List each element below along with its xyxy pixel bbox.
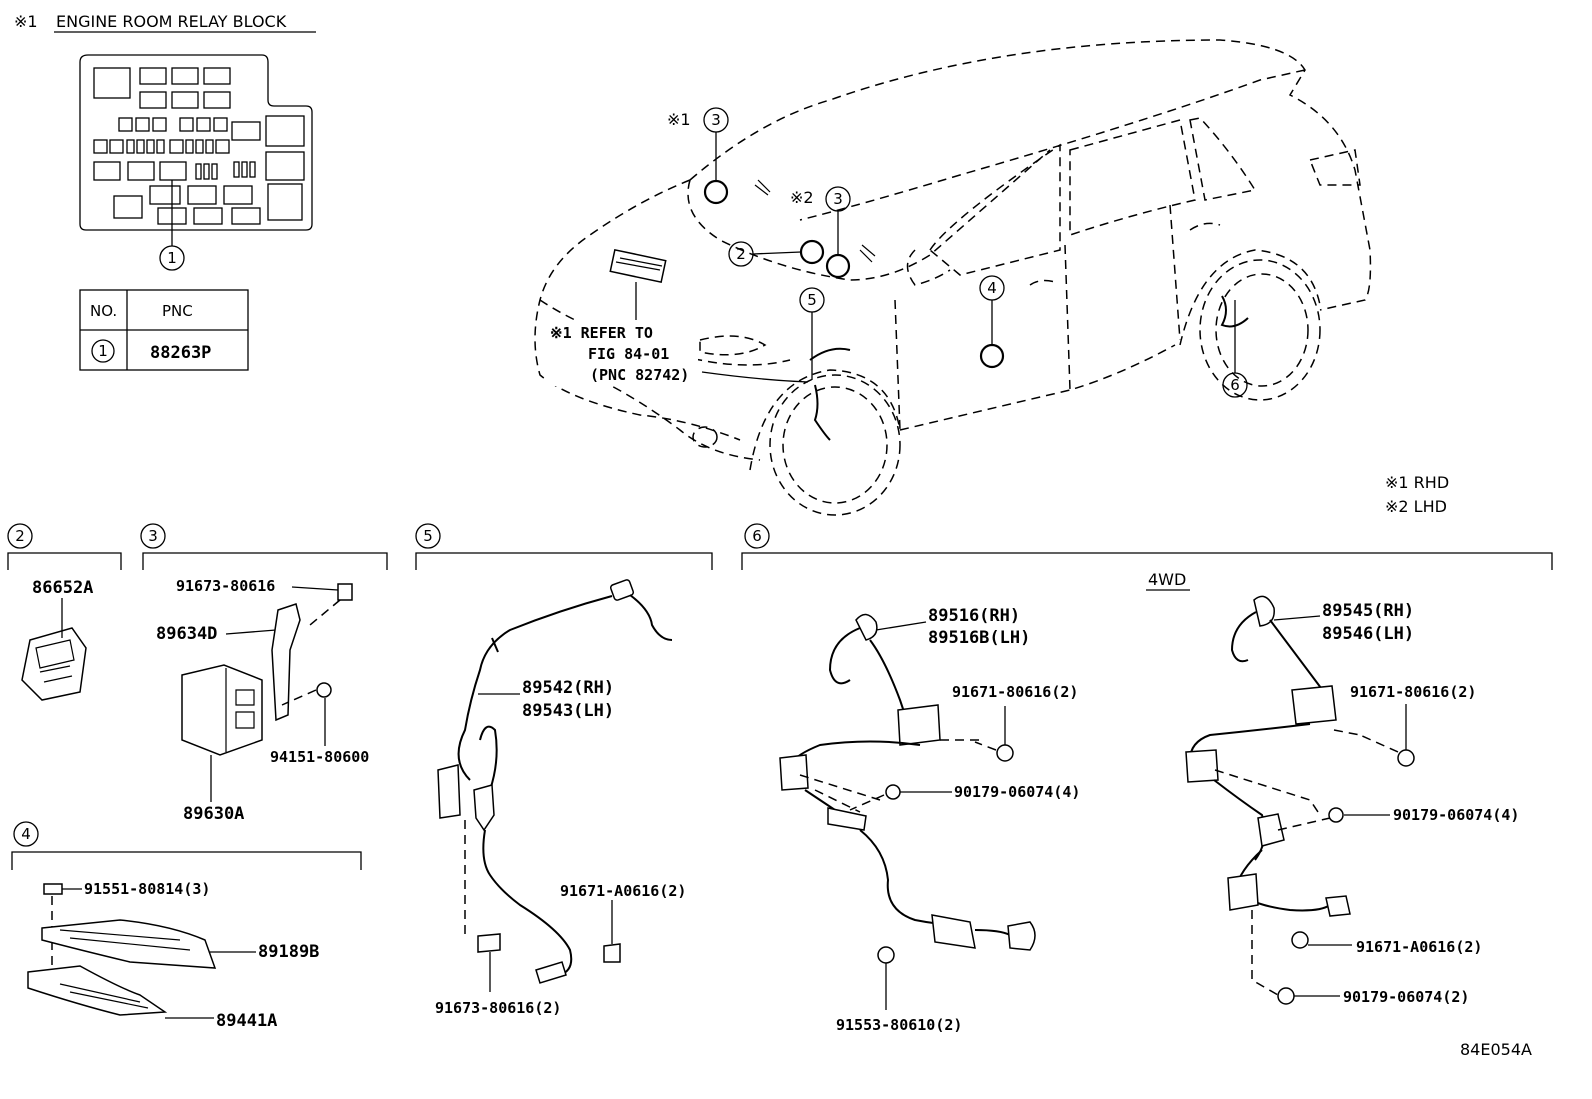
legend: ※1 RHD ※2 LHD <box>1385 473 1449 516</box>
header-mark: ※1 <box>14 12 38 31</box>
refer-note: ※1 REFER TO FIG 84-01 (PNC 82742) <box>548 320 698 386</box>
refer-line3: (PNC 82742) <box>590 366 689 384</box>
section-5: 5 91673-80616(2) 91671-A0616(2) 89542(RH… <box>415 523 713 1017</box>
section-6-num: 6 <box>752 527 762 545</box>
callout-4: 4 <box>987 279 997 297</box>
part-89542-rh: 89542(RH) <box>522 678 614 698</box>
callout-1-label: 1 <box>167 249 177 267</box>
part-86652A: 86652A <box>32 578 93 598</box>
header-title: ENGINE ROOM RELAY BLOCK <box>56 12 287 31</box>
pnc-col-no: NO. <box>90 302 117 320</box>
part-90179-06074-right: 90179-06074(4) <box>1393 806 1519 824</box>
pnc-table: NO. PNC 1 88263P <box>79 289 249 371</box>
part-90179-06074-2-right: 90179-06074(2) <box>1343 988 1469 1006</box>
legend-rhd: ※1 RHD <box>1385 473 1449 492</box>
part-91671-A0616: 91671-A0616(2) <box>560 882 686 900</box>
relay-block-diagram <box>79 54 313 246</box>
callout-2: 2 <box>736 245 746 263</box>
section-4-num: 4 <box>21 825 31 843</box>
refer-line2: FIG 84-01 <box>588 345 669 363</box>
pnc-col-pnc: PNC <box>162 302 193 320</box>
part-89545-rh: 89545(RH) <box>1322 601 1414 621</box>
section-5-num: 5 <box>423 527 433 545</box>
vehicle-illustration <box>534 39 1372 516</box>
callout-mark2: ※2 <box>790 188 814 207</box>
part-94151-80600: 94151-80600 <box>270 748 369 766</box>
refer-line1: ※1 REFER TO <box>550 324 653 342</box>
part-91551-80814: 91551-80814(3) <box>84 880 210 898</box>
part-91553-80610: 91553-80610(2) <box>836 1016 962 1034</box>
section-3-num: 3 <box>148 527 158 545</box>
part-91673-80616: 91673-80616 <box>176 577 275 595</box>
part-89516B-lh: 89516B(LH) <box>928 628 1030 648</box>
part-89630A: 89630A <box>183 804 244 824</box>
vehicle-callouts: ※1 3 ※2 3 2 4 5 6 <box>667 107 1248 398</box>
callout-6: 6 <box>1230 376 1240 394</box>
part-89189B: 89189B <box>258 942 319 962</box>
part-89516-rh: 89516(RH) <box>928 606 1020 626</box>
part-89441A: 89441A <box>216 1011 277 1031</box>
section-6-sub: 4WD <box>1148 570 1186 589</box>
callout-5: 5 <box>807 291 817 309</box>
section-3: 3 91673-80616 89634D 94151-80600 89630A <box>140 523 388 824</box>
relay-block-header: ※1 ENGINE ROOM RELAY BLOCK <box>14 12 316 33</box>
section-4: 4 91551-80814(3) 89189B 89441A <box>11 821 362 1031</box>
section-2-num: 2 <box>15 527 25 545</box>
part-91671-80616-right: 91671-80616(2) <box>1350 683 1476 701</box>
pnc-row-no: 1 <box>98 342 108 360</box>
callout-mark1: ※1 <box>667 110 691 129</box>
part-89634D: 89634D <box>156 624 217 644</box>
part-89546-lh: 89546(LH) <box>1322 624 1414 644</box>
part-91673-80616-2: 91673-80616(2) <box>435 999 561 1017</box>
part-90179-06074-left: 90179-06074(4) <box>954 783 1080 801</box>
part-91671-A0616-right: 91671-A0616(2) <box>1356 938 1482 956</box>
pnc-row-value: 88263P <box>150 343 211 363</box>
legend-lhd: ※2 LHD <box>1385 497 1447 516</box>
section-6: 6 4WD 89516(RH) 89516B(LH) 91671-80616(2… <box>741 523 1553 1034</box>
figure-id: 84E054A <box>1460 1040 1532 1059</box>
callout-3a: 3 <box>711 111 721 129</box>
callout-1-relay: 1 <box>159 245 185 271</box>
section-2: 2 86652A <box>7 523 122 701</box>
part-89543-lh: 89543(LH) <box>522 701 614 721</box>
part-91671-80616-left: 91671-80616(2) <box>952 683 1078 701</box>
callout-3b: 3 <box>833 190 843 208</box>
